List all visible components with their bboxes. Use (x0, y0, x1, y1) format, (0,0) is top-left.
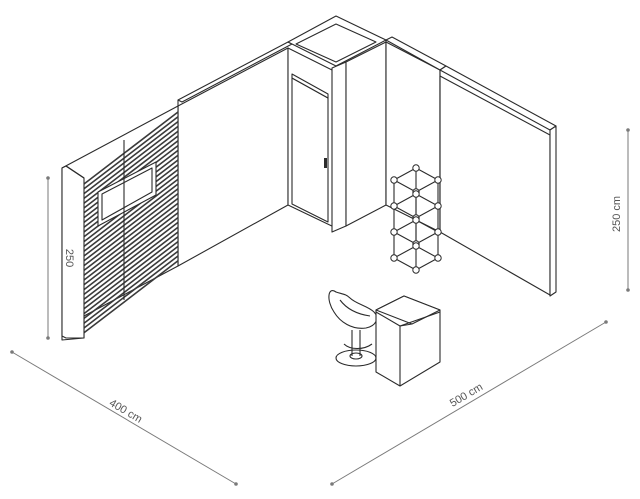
slat-line (83, 120, 179, 195)
cube-connector (412, 242, 420, 250)
dimension-width: 500 cm (330, 320, 608, 486)
cube-edge (415, 231, 439, 245)
cube-edge (415, 167, 439, 181)
cube-connector (412, 164, 420, 172)
right-wall (439, 65, 557, 297)
door (291, 73, 329, 223)
cube-edge (393, 205, 417, 219)
cube-edge (415, 179, 439, 193)
slat-line (83, 197, 179, 272)
cube-edge (393, 179, 417, 193)
slatwall-panel (61, 105, 179, 341)
cube-connector (434, 202, 442, 210)
cube-edge (393, 219, 417, 233)
slat-line (83, 178, 179, 252)
cube-edge (415, 245, 439, 259)
slat-line (83, 216, 179, 291)
cube-connector (434, 254, 442, 262)
slat-line (83, 240, 179, 315)
slat-line (83, 111, 179, 185)
cube-connector (390, 202, 398, 210)
cube-edge (415, 219, 439, 233)
slat-line (83, 202, 179, 276)
cube-connector (434, 228, 442, 236)
slat-line (83, 188, 179, 262)
slat-line (83, 226, 179, 300)
slat-line (83, 212, 179, 286)
slat-line (83, 250, 179, 324)
cube-edge (393, 231, 417, 245)
slat-line (83, 255, 179, 329)
slat-line (83, 116, 179, 190)
dimension-left-height-label: 250 (63, 249, 75, 267)
cube-edge (393, 245, 417, 259)
counter (375, 295, 441, 387)
cube-connector (390, 228, 398, 236)
slat-line (83, 221, 179, 296)
slat-line (83, 173, 179, 248)
dimension-right-height-label: 250 cm (611, 196, 623, 232)
cube-edge (393, 167, 417, 181)
cube-connector (412, 266, 420, 274)
dimension-right-height: 250 cm (611, 128, 630, 292)
door-handle-icon (324, 158, 327, 168)
slat-line (83, 192, 179, 267)
dimension-depth: 400 cm (10, 350, 238, 486)
slat-line (83, 236, 179, 310)
slat-line (83, 260, 179, 334)
cube-connector (434, 176, 442, 184)
slat-line (83, 231, 179, 305)
cube-connector (412, 216, 420, 224)
swivel-chair (328, 290, 378, 367)
slat-line (83, 245, 179, 320)
cube-edge (393, 193, 417, 207)
back-left-wall (177, 41, 293, 267)
dimension-left-height: 250 (46, 176, 75, 340)
cube-edge (415, 193, 439, 207)
cube-connector (390, 176, 398, 184)
slat-line (83, 183, 179, 257)
cube-edge (393, 257, 417, 271)
display-shelf-cubes (390, 164, 442, 274)
cube-connector (412, 190, 420, 198)
slat-line (83, 125, 179, 200)
graphic-window (97, 161, 157, 227)
cube-connector (390, 254, 398, 262)
cube-edge (415, 205, 439, 219)
dimension-width-label: 500 cm (448, 381, 485, 410)
slat-line (83, 207, 179, 281)
cube-edge (415, 257, 439, 271)
